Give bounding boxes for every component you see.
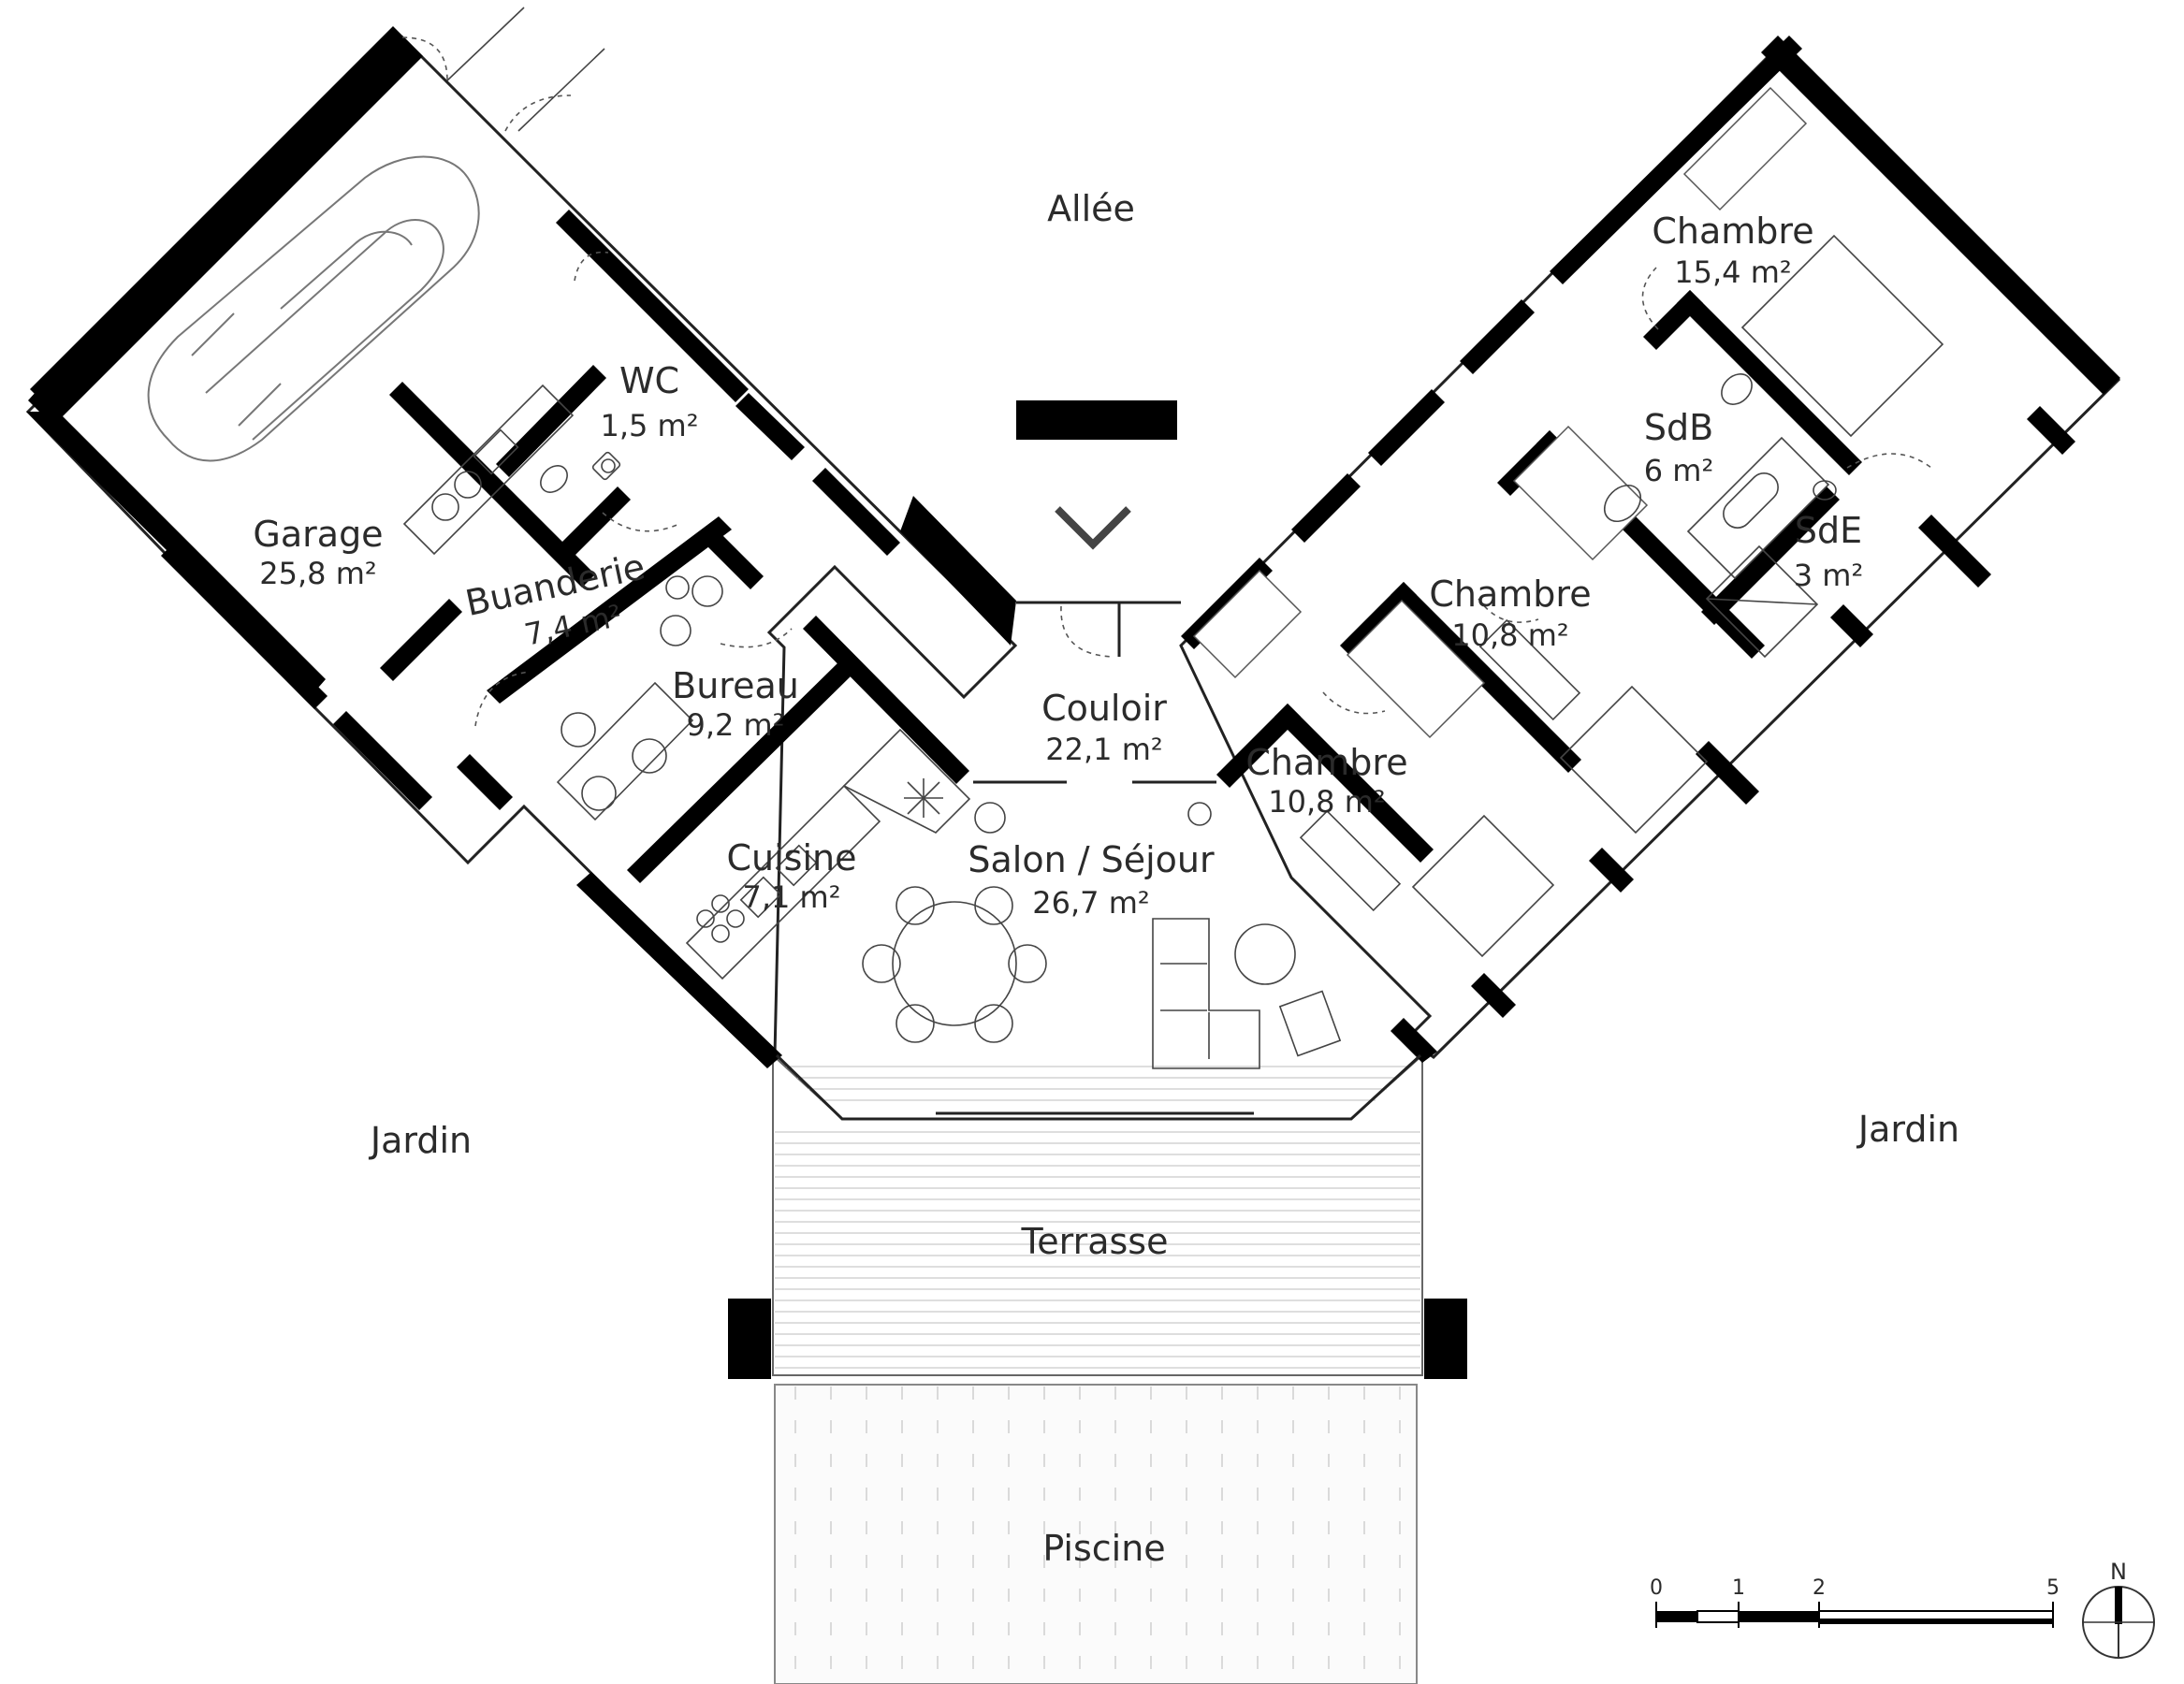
terrace-deck xyxy=(728,1052,1467,1379)
room-name-cuisine: Cuisine xyxy=(727,837,857,878)
left-wing xyxy=(25,7,1018,1068)
room-area-cuisine: 7,1 m² xyxy=(742,879,840,915)
label-jardin-left: Jardin xyxy=(369,1120,472,1161)
scale-tick: 5 xyxy=(2046,1576,2060,1600)
armchair xyxy=(1278,990,1342,1057)
room-name-wc: WC xyxy=(619,360,679,401)
room-area-wc: 1,5 m² xyxy=(600,408,698,443)
room-name-chambre-top: Chambre xyxy=(1652,210,1813,252)
room-name-chambre-mid: Chambre xyxy=(1429,573,1591,615)
kitchen-counter xyxy=(685,728,971,980)
compass-icon: N xyxy=(2082,1559,2155,1659)
scale-tick: 1 xyxy=(1732,1576,1745,1600)
laundry-counter xyxy=(402,384,575,556)
room-area-chambre-top: 15,4 m² xyxy=(1674,254,1791,290)
coffee-table xyxy=(1234,923,1296,985)
room-area-bureau: 9,2 m² xyxy=(686,707,784,743)
plant-icon xyxy=(974,802,1212,834)
room-name-chambre-center: Chambre xyxy=(1245,742,1407,783)
entrance-mat xyxy=(1016,400,1177,440)
room-name-bureau: Bureau xyxy=(672,665,799,706)
label-jardin-right: Jardin xyxy=(1856,1109,1959,1150)
right-wing xyxy=(1179,36,2121,1063)
sink-icon xyxy=(1603,480,1837,523)
toilet-icon xyxy=(1721,373,1753,405)
sofa xyxy=(1152,918,1260,1069)
room-area-chambre-mid: 10,8 m² xyxy=(1451,617,1568,653)
label-terrasse: Terrasse xyxy=(1021,1221,1169,1262)
room-area-sde: 3 m² xyxy=(1794,558,1864,593)
toilet-icon xyxy=(540,451,621,493)
room-area-garage: 25,8 m² xyxy=(259,556,376,591)
room-area-chambre-center: 10,8 m² xyxy=(1268,784,1385,820)
scale-bar: 0 1 2 5 xyxy=(1650,1576,2060,1628)
bed xyxy=(1411,234,1944,958)
room-name-garage: Garage xyxy=(253,514,383,555)
room-area-couloir: 22,1 m² xyxy=(1045,732,1162,767)
pool xyxy=(774,1384,1418,1684)
room-name-salon: Salon / Séjour xyxy=(968,839,1215,880)
plant-icon xyxy=(660,575,723,646)
room-area-sdb: 6 m² xyxy=(1644,453,1714,488)
central-hall xyxy=(775,601,1422,1121)
dining-table xyxy=(862,886,1047,1043)
bathtub-icon xyxy=(1686,436,1830,580)
wardrobe xyxy=(1192,86,1808,739)
desk xyxy=(556,681,694,821)
scale-tick: 0 xyxy=(1650,1576,1663,1600)
shower-icon xyxy=(1705,544,1819,659)
room-name-sdb: SdB xyxy=(1644,407,1713,448)
label-piscine: Piscine xyxy=(1042,1528,1165,1569)
room-area-salon: 26,7 m² xyxy=(1032,885,1149,921)
room-name-couloir: Couloir xyxy=(1041,688,1167,729)
compass-label: N xyxy=(2110,1559,2127,1585)
room-name-sde: SdE xyxy=(1795,510,1862,551)
car-icon xyxy=(147,155,480,462)
chevron-down-icon xyxy=(1055,506,1131,550)
label-allee: Allée xyxy=(1047,188,1135,229)
scale-tick: 2 xyxy=(1813,1576,1826,1600)
